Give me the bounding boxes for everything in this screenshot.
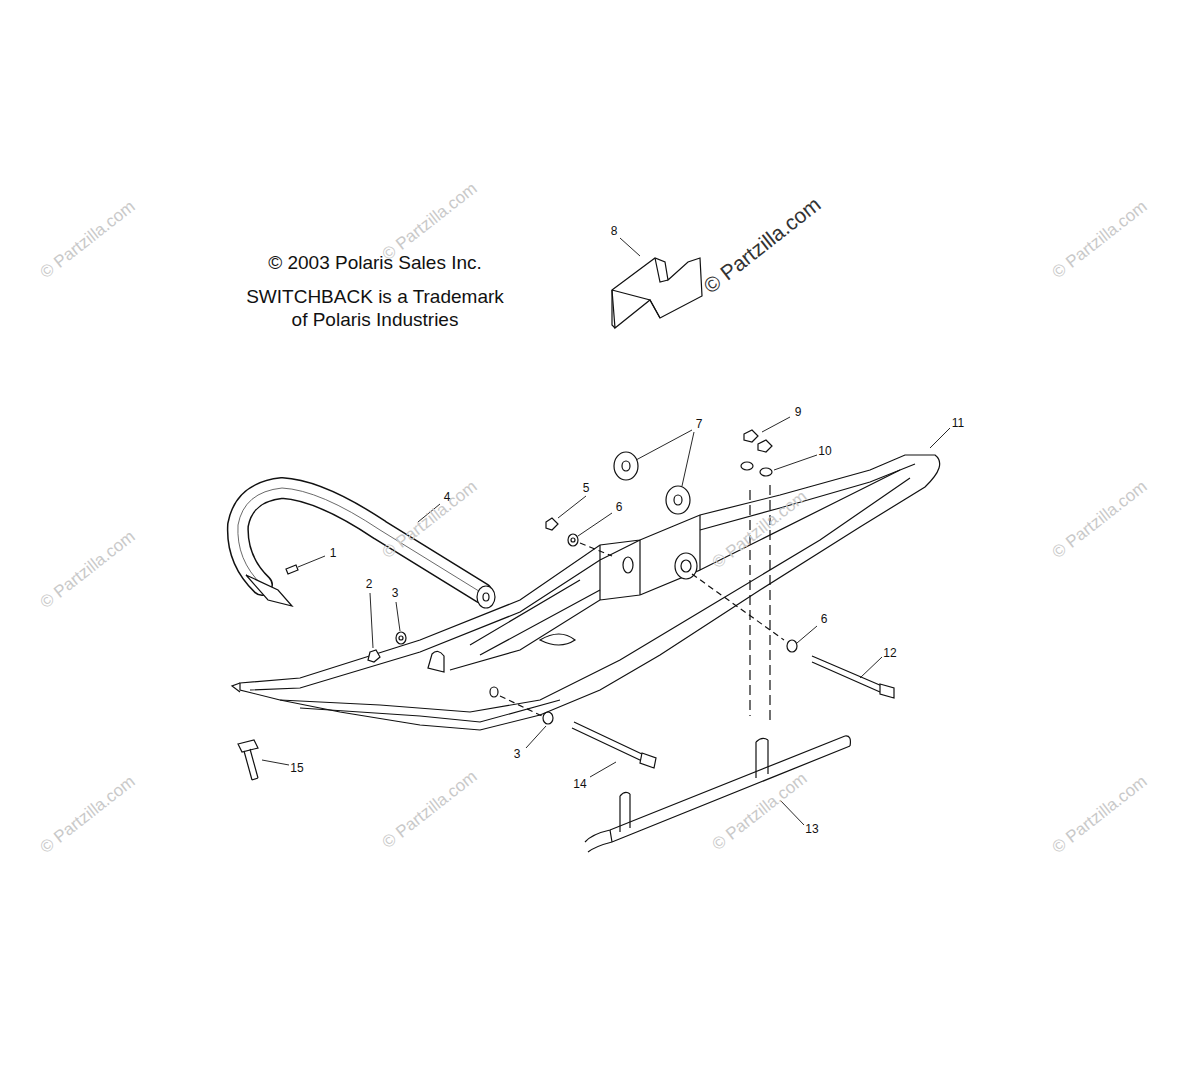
callout-number: 14 — [573, 777, 586, 791]
callout-number: 3 — [514, 747, 521, 761]
callout-number: 8 — [611, 224, 618, 238]
callout-number: 10 — [818, 444, 831, 458]
callout-number: 6 — [616, 500, 623, 514]
watermark: © Partzilla.com — [37, 527, 140, 614]
callout-number: 5 — [583, 481, 590, 495]
hardware — [238, 430, 894, 780]
callout-number: 11 — [952, 416, 964, 430]
ski-body — [232, 455, 940, 730]
watermark: © Partzilla.com — [37, 197, 140, 284]
callout-number: 2 — [366, 577, 373, 591]
watermark: © Partzilla.com — [37, 772, 140, 859]
ski-skid-block — [612, 258, 702, 328]
watermark: © Partzilla.com — [1049, 772, 1152, 859]
trademark-note: SWITCHBACK is a Trademark of Polaris Ind… — [240, 286, 510, 332]
callout-number: 6 — [821, 612, 828, 626]
watermark: © Partzilla.com — [698, 192, 825, 299]
callout-number: 1 — [330, 546, 337, 560]
callout-number: 12 — [883, 646, 896, 660]
callout-number: 15 — [290, 761, 303, 775]
copyright-note: © 2003 Polaris Sales Inc. — [240, 252, 510, 275]
watermark: © Partzilla.com — [1049, 197, 1152, 284]
callout-number: 9 — [795, 405, 802, 419]
callout-number: 13 — [805, 822, 818, 836]
watermark: © Partzilla.com — [1049, 477, 1152, 564]
watermark: © Partzilla.com — [379, 767, 482, 854]
callout-number: 7 — [696, 417, 703, 431]
callout-number: 3 — [392, 586, 399, 600]
